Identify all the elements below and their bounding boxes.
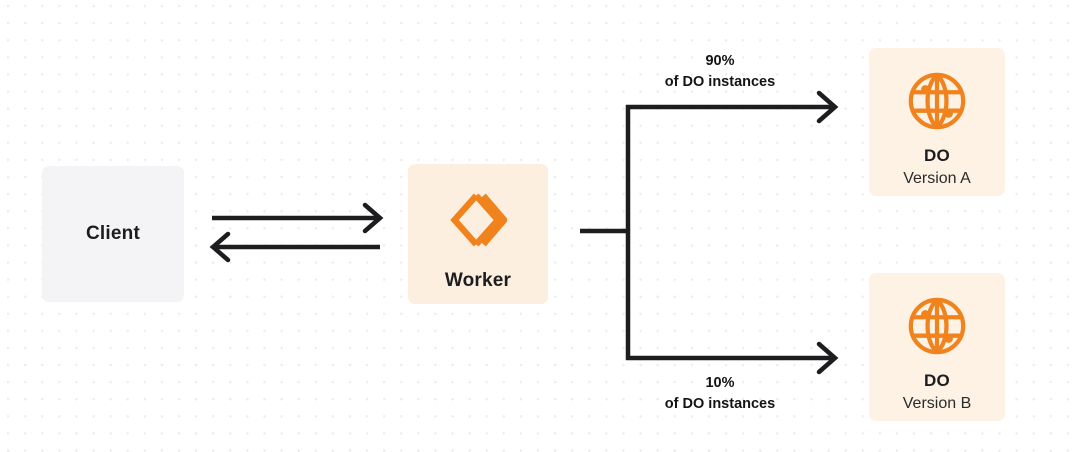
node-do-version-b: DO Version B — [869, 273, 1005, 421]
node-do-version-a-subtitle: Version A — [903, 170, 971, 187]
node-do-version-a: DO Version A — [869, 48, 1005, 196]
globe-icon — [908, 72, 966, 130]
edge-worker-to-do-a — [626, 90, 839, 124]
edge-label-do-a: 90% of DO instances — [612, 51, 828, 93]
edge-worker-to-client — [209, 231, 380, 263]
node-worker: Worker — [408, 164, 548, 304]
globe-icon — [908, 297, 966, 355]
node-client: Client — [42, 166, 184, 302]
node-worker-label: Worker — [444, 270, 512, 291]
edge-branch-trunk — [580, 105, 631, 360]
node-do-version-b-subtitle: Version B — [902, 395, 972, 412]
edge-label-do-a-percent: 90% — [705, 53, 735, 69]
edge-label-do-b: 10% of DO instances — [612, 373, 828, 415]
node-do-version-a-title: DO — [923, 146, 951, 165]
edge-worker-to-do-b — [626, 341, 839, 375]
edge-label-do-b-percent: 10% — [705, 375, 735, 391]
node-client-label: Client — [86, 223, 140, 244]
cloudflare-workers-icon — [450, 193, 507, 247]
edge-client-to-worker — [212, 202, 384, 234]
node-do-version-b-title: DO — [923, 371, 951, 390]
edge-label-do-b-caption: of DO instances — [664, 396, 776, 413]
edge-label-do-a-caption: of DO instances — [664, 74, 776, 91]
